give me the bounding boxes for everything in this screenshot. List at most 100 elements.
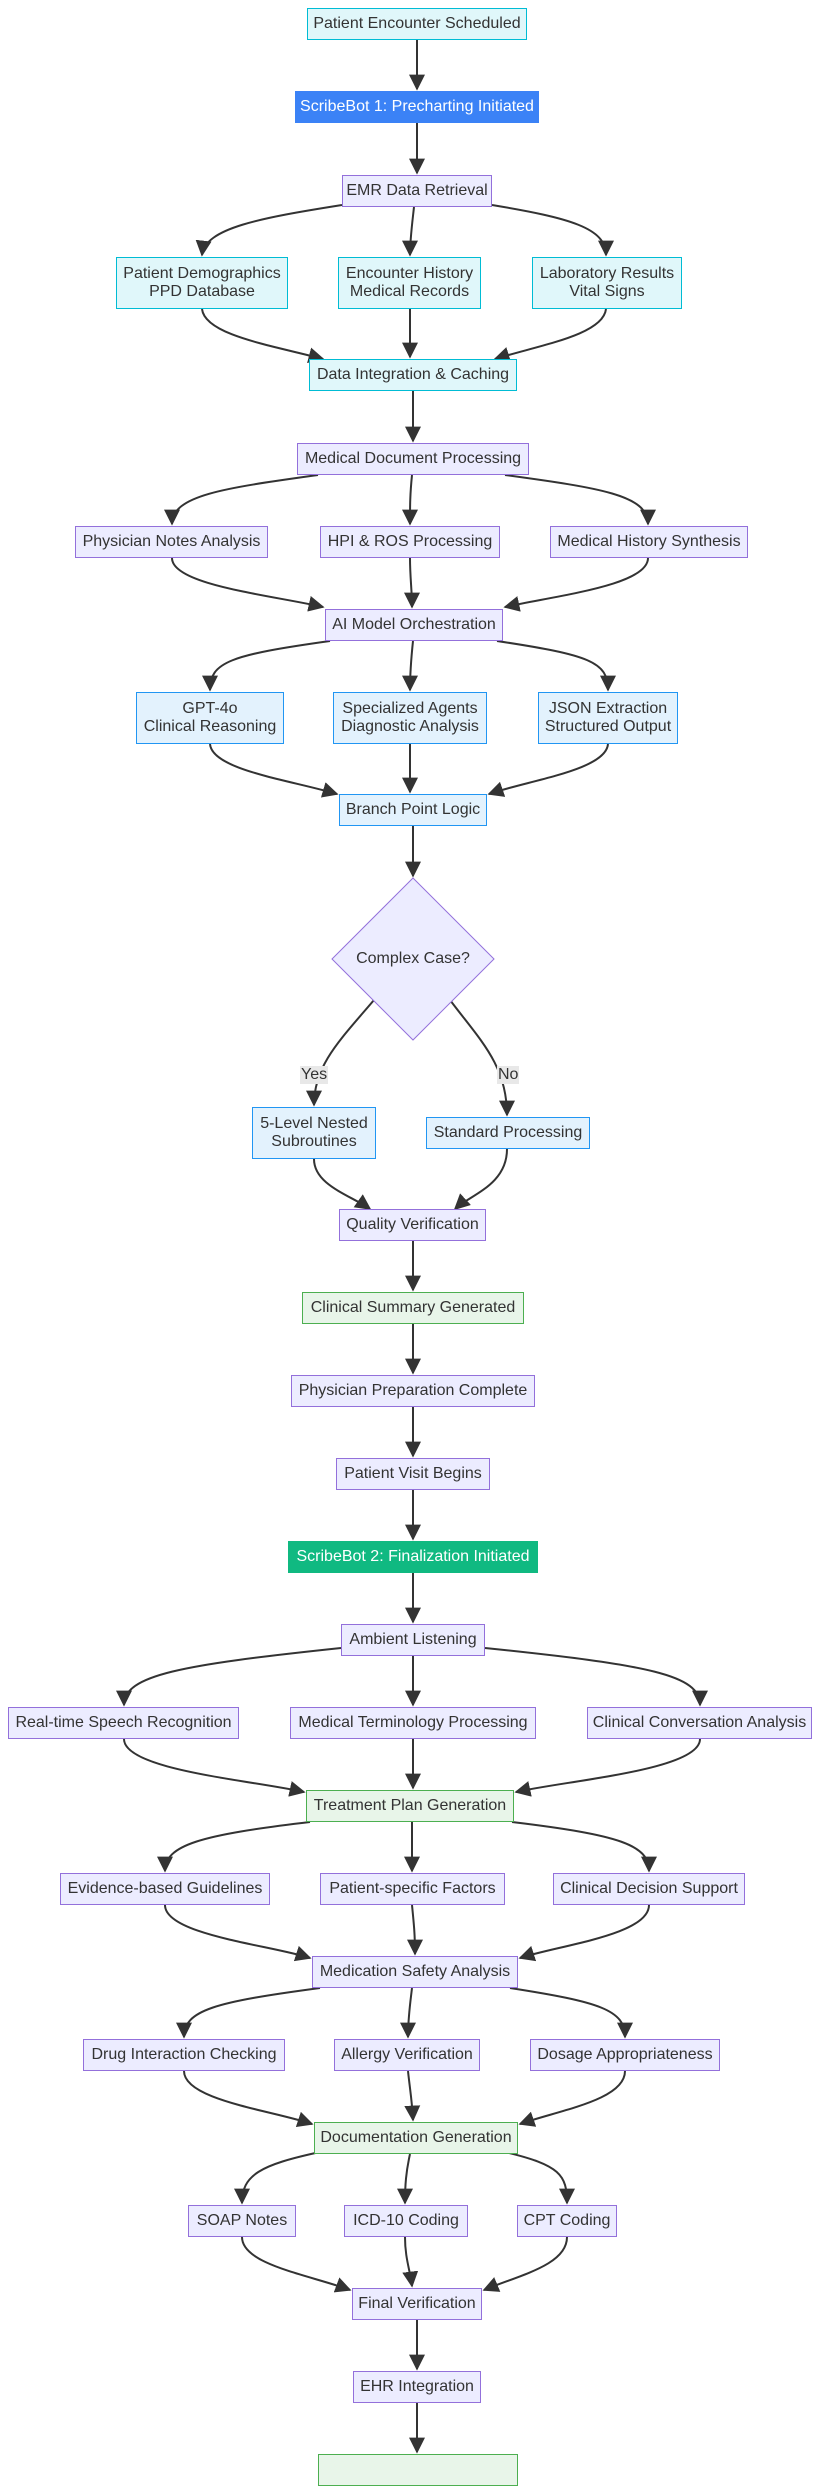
node-medical-document-processing: Medical Document Processing [297,443,529,475]
edge-orchestration-gpt [202,640,331,692]
edge-emr-demographics [195,204,343,257]
node-label-line2: Clinical Reasoning [143,718,277,735]
node-dosage-appropriateness: Dosage Appropriateness [530,2039,720,2071]
edge-medhist-orchestration [503,557,649,612]
edge-medsafety-allergy [400,1987,417,2039]
node-quality-verification: Quality Verification [339,1209,486,1241]
edge-treatment-decision [511,1821,657,1873]
edge-label-yes: Yes [300,1066,329,1084]
edge-decision-standard [449,999,515,1117]
edge-standard-quality [453,1148,508,1211]
edge-docproc-notes [164,474,319,526]
node-label: Real-time Speech Recognition [15,1714,232,1731]
node-label: Data Integration & Caching [316,366,510,383]
edge-decision-medsafety [518,1904,650,1962]
edge-cpt-final [482,2236,568,2292]
node-drug-interaction-checking: Drug Interaction Checking [83,2039,285,2071]
edge-docproc-hpi [402,474,419,526]
node-label-line2: Structured Output [544,718,672,735]
node-label: ScribeBot 1: Precharting Initiated [300,98,534,115]
edge-soap-final [241,2236,352,2293]
node-label: Ambient Listening [349,1631,477,1648]
node-label-line1: GPT-4o [182,700,238,717]
node-medication-safety-analysis: Medication Safety Analysis [312,1956,518,1988]
node-scribebot-2-finalization: ScribeBot 2: Finalization Initiated [288,1541,538,1573]
edge-dosage-docgen [518,2070,626,2127]
edge-icd-final [402,2236,419,2288]
node-label: Final Verification [358,2295,476,2312]
node-ambient-listening: Ambient Listening [341,1624,485,1656]
edge-docgen-soap [234,2151,321,2205]
node-label: Medical Terminology Processing [298,1714,528,1731]
node-medical-history-synthesis: Medical History Synthesis [550,526,748,558]
node-final-verification: Final Verification [352,2288,482,2320]
node-hpi-ros-processing: HPI & ROS Processing [320,526,500,558]
node-label-line1: Laboratory Results [539,265,675,282]
edge-json-branch [487,743,609,797]
edge-labs-integration [493,308,607,363]
edge-orchestration-agents [402,640,419,692]
node-physician-notes-analysis: Physician Notes Analysis [75,526,268,558]
edge-label-no: No [497,1066,520,1084]
node-label: Quality Verification [346,1216,479,1233]
node-label-line1: Specialized Agents [342,700,478,717]
node-data-integration-caching: Data Integration & Caching [309,359,517,391]
node-label-line2: Vital Signs [569,283,645,300]
node-label: Dosage Appropriateness [537,2046,713,2063]
node-label: Clinical Conversation Analysis [592,1714,807,1731]
node-label: EMR Data Retrieval [346,182,488,199]
node-patient-visit-begins: Patient Visit Begins [336,1458,490,1490]
node-label: AI Model Orchestration [332,616,496,633]
node-label: Evidence-based Guidelines [67,1880,263,1897]
node-medical-terminology-processing: Medical Terminology Processing [290,1707,536,1739]
node-label: SOAP Notes [196,2212,288,2229]
node-label: Standard Processing [433,1124,583,1141]
node-label: ICD-10 Coding [353,2212,459,2229]
node-label: Medical Document Processing [304,450,522,467]
edge-gpt-branch [209,743,339,798]
edge-docgen-icd [397,2153,414,2205]
edge-ambient-conversation [484,1647,708,1707]
node-label-line1: 5-Level Nested [260,1115,368,1132]
node-label: Allergy Verification [341,2046,473,2063]
node-allergy-verification: Allergy Verification [334,2039,480,2071]
node-label: Patient Encounter Scheduled [313,15,521,32]
edge-conversation-treatment [514,1738,701,1797]
node-label: Drug Interaction Checking [91,2046,277,2063]
node-patient-encounter-scheduled: Patient Encounter Scheduled [307,8,527,40]
node-label: ScribeBot 2: Finalization Initiated [296,1548,530,1565]
edge-hpi-orchestration [403,557,420,609]
node-label: HPI & ROS Processing [327,533,493,550]
node-soap-notes: SOAP Notes [188,2205,296,2237]
edge-ambient-speech [116,1647,342,1707]
node-real-time-speech-recognition: Real-time Speech Recognition [8,1707,239,1739]
edge-notes-orchestration [171,557,325,612]
node-clinical-conversation-analysis: Clinical Conversation Analysis [587,1707,812,1739]
node-branch-point-logic: Branch Point Logic [339,794,487,826]
node-icd-10-coding: ICD-10 Coding [344,2205,468,2237]
edge-patientfactors-medsafety [406,1904,423,1956]
node-patient-specific-factors: Patient-specific Factors [320,1873,505,1905]
node-documentation-generation: Documentation Generation [314,2122,518,2154]
node-evidence-based-guidelines: Evidence-based Guidelines [60,1873,270,1905]
node-clinical-summary-generated: Clinical Summary Generated [302,1292,524,1324]
node-treatment-plan-generation: Treatment Plan Generation [306,1790,514,1822]
edge-emr-labs [491,204,614,257]
node-ehr-integration: EHR Integration [353,2371,481,2403]
edge-treatment-evidence [157,1821,311,1873]
edge-evidence-medsafety [164,1904,312,1962]
edge-docgen-cpt [504,2151,575,2205]
node-emr-data-retrieval: EMR Data Retrieval [342,175,492,207]
node-physician-preparation-complete: Physician Preparation Complete [291,1375,535,1407]
node-label: Documentation Generation [320,2129,512,2146]
node-clinical-decision-support: Clinical Decision Support [553,1873,745,1905]
node-cpt-coding: CPT Coding [517,2205,617,2237]
edge-demographics-integration [201,308,325,364]
edge-drug-docgen [183,2070,314,2128]
edge-nested-quality [313,1158,372,1210]
node-label: Medical History Synthesis [557,533,741,550]
